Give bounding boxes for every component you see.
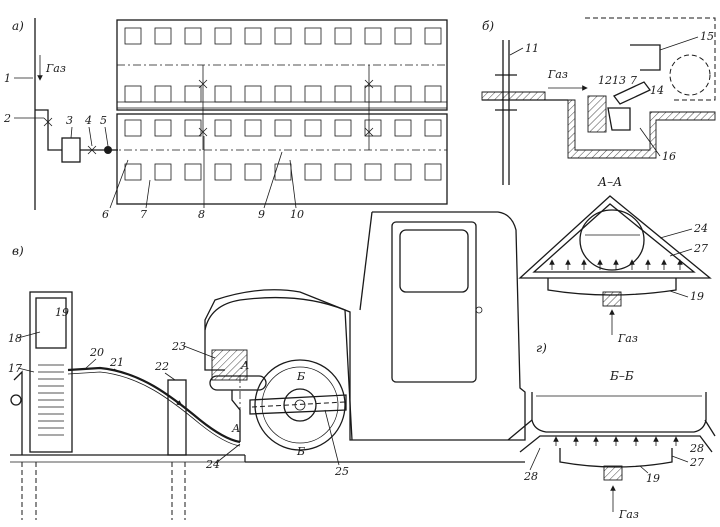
callout-1: 1 [4, 72, 11, 85]
panel-v-label: в) [12, 244, 24, 258]
heat-flow-arrows-aa [549, 259, 683, 270]
callout-9: 9 [258, 208, 265, 221]
panel-a-label: а) [12, 19, 24, 33]
gas-label-a: Газ [45, 62, 66, 75]
valve-4-icon [87, 145, 97, 155]
callout-14: 14 [650, 84, 664, 97]
section-aa: А–А Газ 24 27 19 [518, 175, 712, 345]
panel-b-section: б) 11 Газ 12 13 7 15 14 16 [481, 17, 716, 185]
gas-cabinet [29, 291, 73, 453]
riser-pipe-17 [13, 370, 23, 455]
upper-posts [124, 27, 442, 103]
regulator-3 [61, 137, 81, 163]
engine-sump [630, 44, 661, 71]
callout-15: 15 [700, 30, 714, 43]
burner-tray-bb [559, 448, 673, 468]
callout-18: 18 [8, 332, 22, 345]
callout-6: 6 [102, 208, 109, 221]
truck-door [391, 221, 477, 383]
callout-13: 13 [612, 74, 626, 87]
callout-21: 21 [109, 356, 124, 369]
callout-12: 12 [598, 74, 612, 87]
callout-17: 17 [8, 362, 22, 375]
section-bb: г) Б–Б Газ 28 27 28 19 [507, 341, 716, 521]
oil-pan-heater-25 [249, 394, 347, 415]
gas-label-bb: Газ [618, 508, 639, 521]
callout-28g-a: 28 [523, 470, 538, 483]
valve-2-icon [43, 117, 53, 127]
nozzle-box [587, 95, 607, 133]
callout-2: 2 [3, 112, 11, 125]
pit-wall [567, 99, 716, 159]
floor-slab-left [481, 91, 546, 101]
callout-20: 20 [89, 346, 104, 359]
truck-cab-body [204, 211, 526, 441]
callout-24g: 24 [693, 222, 708, 235]
callout-3: 3 [66, 114, 73, 127]
callout-24v: 24 [205, 458, 220, 471]
section-mark-a-top: А [240, 359, 249, 372]
front-fender [204, 296, 353, 441]
callout-19g-a: 19 [690, 290, 704, 303]
heater-cylinder [209, 375, 267, 391]
callout-23: 23 [171, 340, 186, 353]
supply-pipe-24 [231, 390, 241, 442]
callout-25: 25 [334, 465, 349, 478]
gas-inlet-bb [603, 465, 623, 481]
vehicle-outline-dashed [585, 17, 716, 101]
gas-inlet-aa [602, 291, 622, 307]
callout-7: 7 [140, 208, 147, 221]
gas-label-aa: Газ [617, 332, 638, 345]
heater-shell-bb [507, 419, 713, 453]
section-mark-b-bottom: Б [296, 445, 305, 458]
callout-10: 10 [290, 208, 304, 221]
callout-8: 8 [198, 208, 205, 221]
callout-16: 16 [662, 150, 676, 163]
panel-g-label: г) [536, 341, 547, 355]
section-aa-inner [532, 203, 696, 273]
branch-pipe [35, 109, 62, 151]
door-window [399, 229, 469, 293]
callout-27g-b: 27 [689, 456, 704, 469]
door-handle-icon [475, 306, 483, 314]
callout-27g-a: 27 [693, 242, 708, 255]
section-aa-outer [518, 195, 712, 279]
callout-7b: 7 [630, 74, 637, 87]
panel-b-label: б) [482, 19, 494, 33]
callout-4: 4 [84, 114, 92, 127]
callout-19v: 19 [55, 306, 69, 319]
callout-28g-b: 28 [689, 442, 704, 455]
callout-19g-b: 19 [646, 472, 660, 485]
callout-11: 11 [525, 42, 539, 55]
lower-posts [124, 119, 442, 181]
stand-post-22 [167, 379, 187, 456]
cabinet-grille [38, 364, 64, 436]
section-aa-label: А–А [597, 175, 622, 189]
gas-label-b: Газ [547, 68, 568, 81]
callout-22: 22 [154, 360, 169, 373]
section-mark-a-bottom: А [231, 422, 240, 435]
panel-v-truck: в) 18 19 17 20 21 22 [8, 211, 526, 520]
callout-5: 5 [100, 114, 107, 127]
section-bb-label: Б–Б [609, 369, 634, 383]
burner-housing [607, 107, 631, 131]
gas-hose-21 [67, 366, 241, 444]
sump-cross-section [579, 209, 645, 271]
hinged-cover [612, 81, 652, 105]
post-connectors [198, 65, 374, 150]
wheel-outline-dashed [669, 54, 711, 96]
section-mark-b-top: Б [296, 370, 305, 383]
panel-a-plan: а) Газ [3, 18, 448, 221]
oil-pan-bb [531, 392, 707, 433]
post-block-lower [116, 113, 448, 205]
front-wheel [254, 359, 346, 451]
engine-heater-23 [211, 349, 248, 381]
heat-flow-arrows-bb [553, 436, 679, 446]
